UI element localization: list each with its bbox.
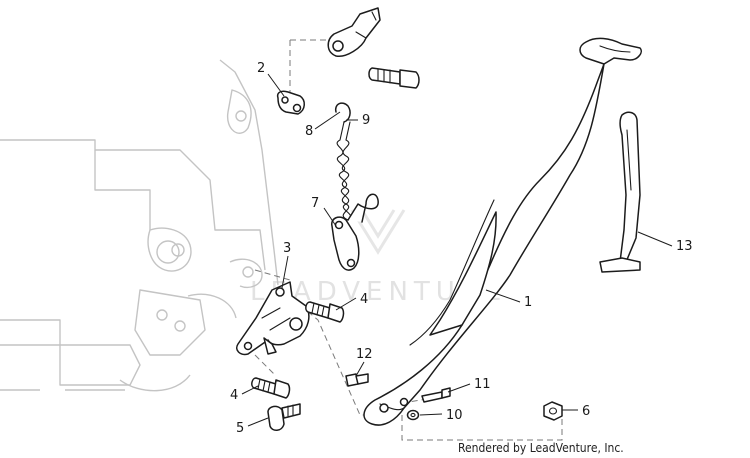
part-upper-bolt bbox=[368, 67, 420, 89]
callout-5: 5 bbox=[236, 421, 244, 436]
part-sidestand-inset bbox=[599, 111, 641, 273]
engine-frame-outline bbox=[0, 59, 279, 392]
callout-11: 11 bbox=[474, 377, 491, 392]
part-upper-clevis bbox=[327, 7, 381, 57]
part-stud bbox=[267, 403, 301, 431]
callout-leader-lines bbox=[241, 73, 673, 427]
credit-text: Rendered by LeadVenture, Inc. bbox=[458, 441, 624, 455]
callout-2: 2 bbox=[257, 61, 265, 76]
callout-7: 7 bbox=[311, 196, 319, 211]
part-spring bbox=[334, 102, 379, 223]
part-bolt-lower bbox=[251, 377, 291, 399]
callout-13: 13 bbox=[676, 239, 693, 254]
callout-8: 8 bbox=[305, 124, 313, 139]
part-plate bbox=[331, 216, 360, 271]
callout-4-upper: 4 bbox=[360, 292, 368, 307]
part-washer bbox=[406, 409, 420, 421]
callout-12: 12 bbox=[356, 347, 373, 362]
callout-10: 10 bbox=[446, 408, 463, 423]
part-pin bbox=[421, 387, 451, 403]
part-screw bbox=[345, 373, 369, 387]
part-bolt-upper bbox=[305, 301, 345, 323]
part-main-sidestand bbox=[363, 37, 642, 426]
callout-4-lower: 4 bbox=[230, 388, 238, 403]
callout-1: 1 bbox=[524, 295, 532, 310]
callout-3: 3 bbox=[283, 241, 291, 256]
part-nut bbox=[543, 401, 563, 421]
part-mounting-bracket bbox=[236, 281, 310, 356]
callout-labels: 2 8 9 7 3 4 4 5 12 11 10 6 1 13 bbox=[230, 61, 693, 436]
part-bracket bbox=[276, 90, 305, 115]
callout-6: 6 bbox=[582, 404, 590, 419]
callout-9: 9 bbox=[362, 113, 370, 128]
